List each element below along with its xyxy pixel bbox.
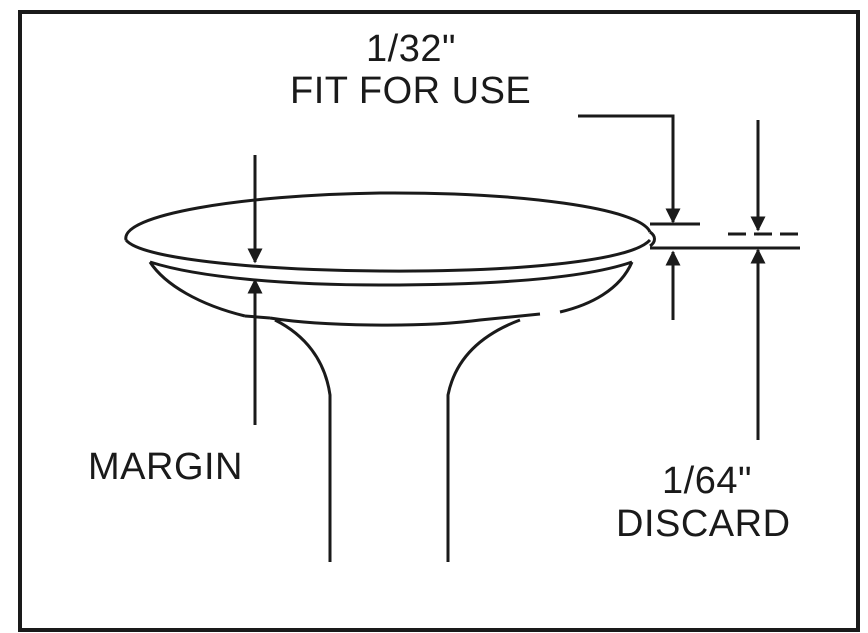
discard-value-label: 1/64"	[662, 460, 752, 502]
fit-for-use-label: FIT FOR USE	[290, 70, 532, 112]
valve-stem	[274, 318, 521, 562]
discard-dimension	[728, 120, 800, 440]
discard-label: DISCARD	[616, 503, 791, 545]
margin-dimension-arrows	[244, 155, 271, 425]
fit-for-use-value-label: 1/32"	[366, 28, 456, 70]
diagram-frame	[18, 10, 860, 632]
valve-head	[124, 191, 656, 327]
fit-for-use-dimension	[578, 114, 800, 320]
margin-label: MARGIN	[88, 446, 243, 488]
